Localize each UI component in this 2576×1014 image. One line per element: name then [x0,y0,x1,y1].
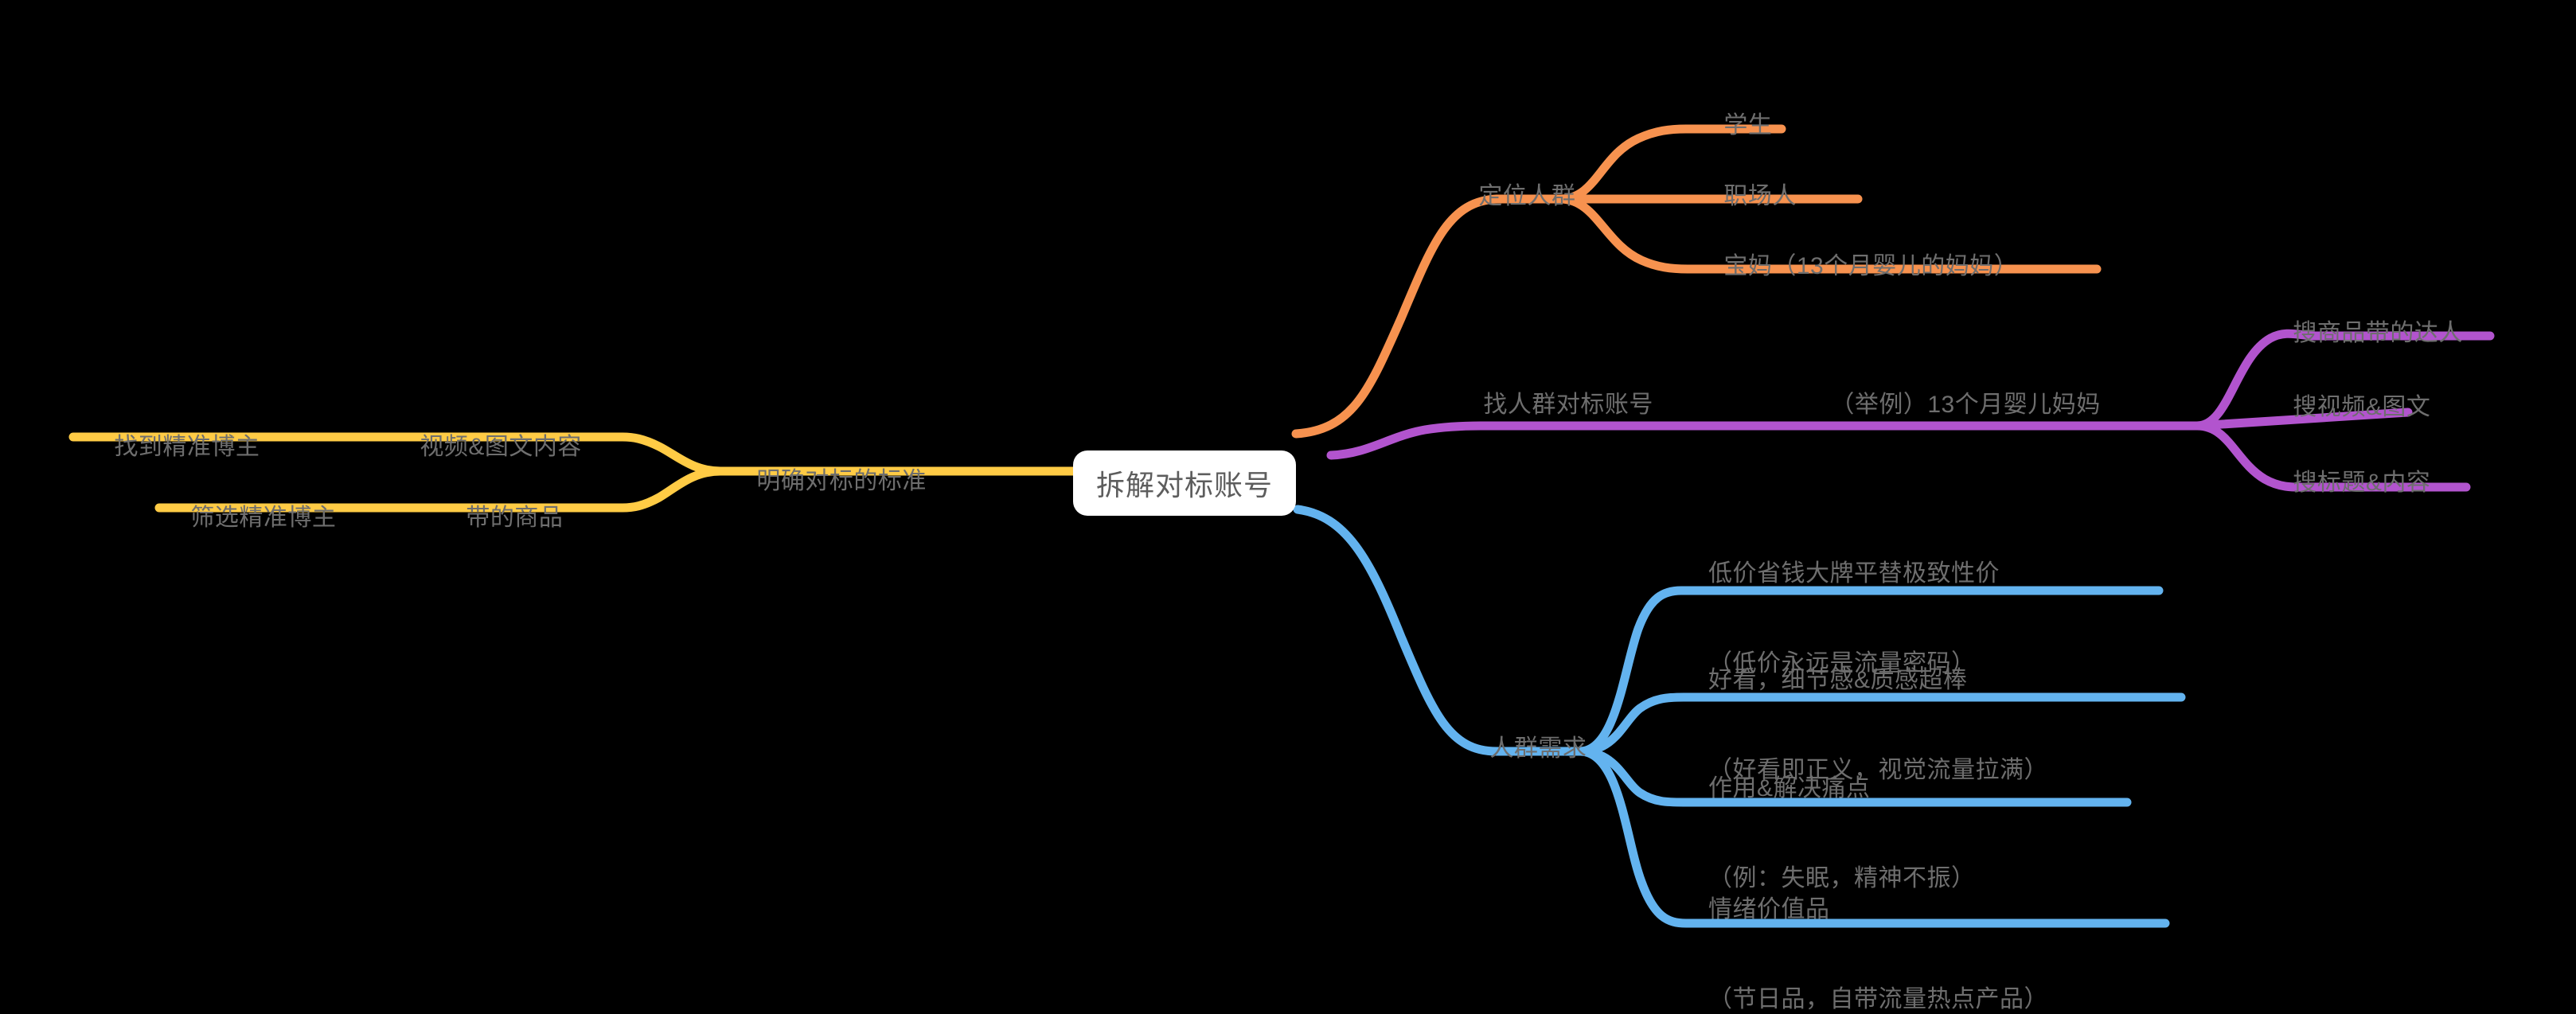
node-student-label: 学生 [1723,112,1773,139]
edge-needs-to-pain-points [1575,747,2132,807]
node-office-worker-label: 职场人 [1723,183,1797,210]
edge-locate-to-student [1555,124,1786,204]
edge-locate-to-mom [1555,194,2102,274]
edge-root-to-audience-needs [1293,505,1585,756]
node-low-price-value[interactable]: 低价省钱大牌平替极致性价 （低价永远是流量密码） [1708,498,2000,739]
node-audience-needs-label: 人群需求 [1489,735,1587,762]
node-search-product-influencers-label: 搜商品带的达人 [2293,320,2463,347]
edge-root-to-locate-audience [1291,194,1565,439]
edge-find-to-video-search [2192,408,2413,431]
root-node-label: 拆解对标账号 [1095,469,1273,501]
node-search-video-graphic-label: 搜视频&图文 [2293,394,2431,421]
node-good-looking-quality[interactable]: 好看，细节感&质感超棒 （好看即正义，视觉流量拉满） [1708,605,2048,845]
node-new-mom[interactable]: 宝妈（13个月婴儿的妈妈） [1696,221,2018,313]
node-filter-precise-blogger-label: 筛选精准博主 [190,505,337,532]
node-example-13month-mom[interactable]: （举例）13个月婴儿妈妈 [1802,360,2101,451]
node-effect-pain-points[interactable]: 作用&解决痛点 （例：失眠，精神不振） [1708,713,1976,954]
node-find-benchmark-accounts[interactable]: 找人群对标账号 [1455,360,1653,451]
node-emotional-value-product-line1: 情绪价值品 [1708,895,1830,922]
root-node[interactable]: 拆解对标账号 [1073,450,1296,516]
edge-needs-to-good-looking [1575,692,2186,756]
node-benchmark-criteria[interactable]: 明确对标的标准 [728,436,927,528]
edge-needs-to-low-price [1575,586,2164,756]
node-find-precise-blogger[interactable]: 找到精准博主 [86,402,260,493]
node-search-product-influencers[interactable]: 搜商品带的达人 [2265,288,2463,380]
node-find-benchmark-accounts-label: 找人群对标账号 [1483,392,1653,419]
node-locate-audience[interactable]: 定位人群 [1450,151,1575,243]
node-good-looking-quality-line1: 好看，细节感&质感超棒 [1708,666,1968,693]
edge-criteria-to-video-content [68,432,725,476]
edge-find-to-product-influencers [2192,329,2495,431]
node-audience-needs[interactable]: 人群需求 [1462,704,1587,795]
node-student[interactable]: 学生 [1696,80,1772,172]
node-video-graphic-content-label: 视频&图文内容 [420,434,582,461]
node-effect-pain-points-line2: （例：失眠，精神不振） [1708,864,1976,891]
node-locate-audience-label: 定位人群 [1478,183,1576,210]
node-effect-pain-points-line1: 作用&解决痛点 [1708,774,1871,801]
edge-criteria-to-products [154,466,725,513]
node-new-mom-label: 宝妈（13个月婴儿的妈妈） [1723,253,2019,280]
node-filter-precise-blogger[interactable]: 筛选精准博主 [162,473,336,564]
node-video-graphic-content[interactable]: 视频&图文内容 [392,402,582,493]
node-carried-products-label: 带的商品 [466,505,564,532]
node-emotional-value-product-line2: （节日品，自带流量热点产品） [1708,985,2048,1012]
node-carried-products[interactable]: 带的商品 [438,473,563,564]
node-search-video-graphic[interactable]: 搜视频&图文 [2265,362,2430,454]
node-good-looking-quality-line2: （好看即正义，视觉流量拉满） [1708,756,2048,783]
edge-find-to-title-search [2192,421,2471,492]
edge-root-to-find-accounts [1326,421,2202,460]
node-low-price-value-line2: （低价永远是流量密码） [1708,649,1976,677]
edge-needs-to-emotional-value [1575,747,2170,928]
node-find-precise-blogger-label: 找到精准博主 [114,434,260,461]
node-search-title-content-label: 搜标题&内容 [2293,470,2431,497]
node-office-worker[interactable]: 职场人 [1696,151,1797,243]
node-low-price-value-line1: 低价省钱大牌平替极致性价 [1708,560,2000,587]
node-example-13month-mom-label: （举例）13个月婴儿妈妈 [1830,392,2101,419]
node-emotional-value-product[interactable]: 情绪价值品 （节日品，自带流量热点产品） [1708,834,2048,1014]
node-benchmark-criteria-label: 明确对标的标准 [756,468,927,495]
node-search-title-content[interactable]: 搜标题&内容 [2265,438,2430,529]
